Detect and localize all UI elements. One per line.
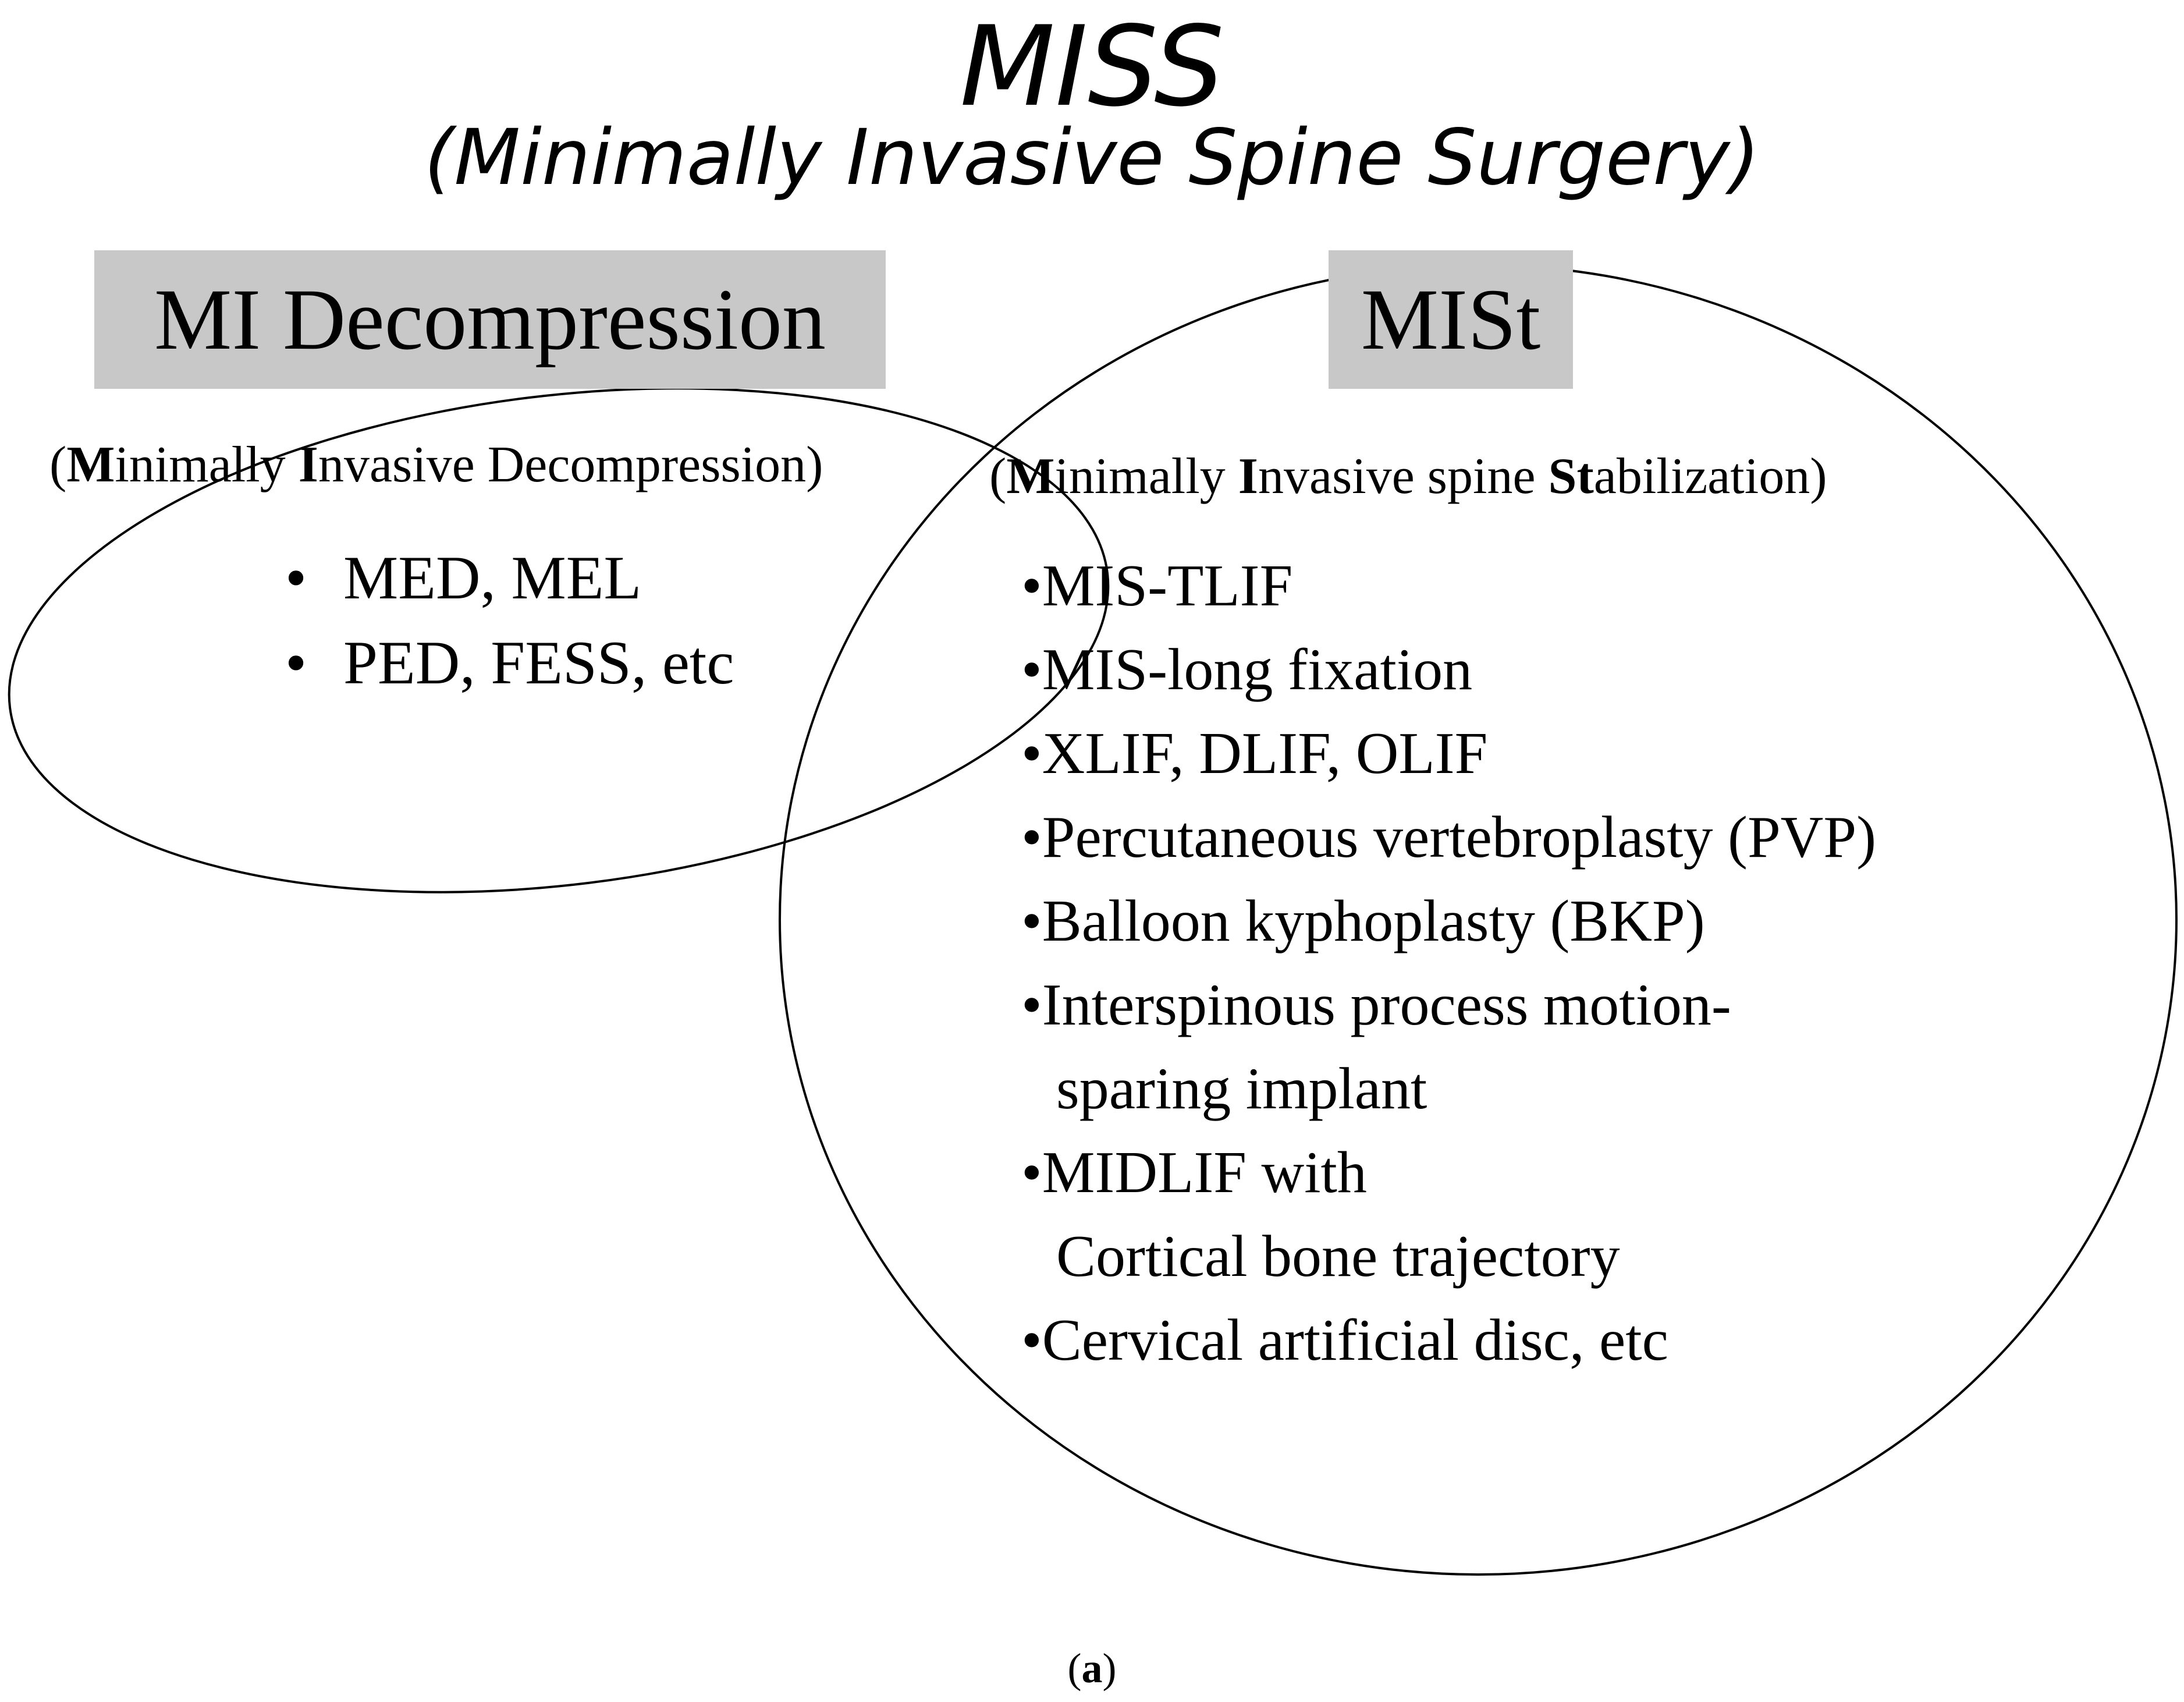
left-set-subtitle: (Minimally Invasive Decompression)	[49, 439, 823, 491]
left-ellipse	[8, 387, 1110, 893]
list-item: •Interspinous process motion-sparing imp…	[1021, 963, 1876, 1131]
list-item-text: •MIDLIF with	[1021, 1140, 1367, 1205]
right-subtitle-text: nvasive spine	[1258, 448, 1549, 505]
right-subtitle-text: abilization)	[1593, 448, 1827, 505]
list-item: •MIS-TLIF	[1021, 544, 1876, 628]
left-set-list: MED, MEL PED, FESS, etc	[285, 536, 734, 705]
list-item: •Percutaneous vertebroplasty (PVP)	[1021, 796, 1876, 880]
diagram-title: MISS	[960, 2, 1224, 131]
right-subtitle-text: inimally	[1054, 448, 1238, 505]
list-item-text: •XLIF, DLIF, OLIF	[1021, 721, 1488, 786]
list-item: •Cervical artificial disc, etc	[1021, 1299, 1876, 1382]
list-item: •Balloon kyphoplasty (BKP)	[1021, 880, 1876, 963]
left-subtitle-emphasis: M	[66, 437, 115, 493]
left-subtitle-text: inimally	[115, 437, 299, 493]
list-item-text: •Percutaneous vertebroplasty (PVP)	[1021, 804, 1877, 870]
right-subtitle-emphasis: I	[1238, 448, 1258, 505]
list-item: PED, FESS, etc	[285, 620, 734, 705]
left-set-header: MI Decompression	[94, 250, 886, 389]
panel-label-open: (	[1067, 1645, 1082, 1692]
list-item-text: •Balloon kyphoplasty (BKP)	[1021, 888, 1705, 954]
left-subtitle-text: (	[49, 437, 67, 493]
list-item-continuation: Cortical bone trajectory	[1056, 1224, 1620, 1289]
list-item: •MIS-long fixation	[1021, 628, 1876, 712]
right-subtitle-text: (	[989, 448, 1007, 505]
list-item-text: •MIS-TLIF	[1021, 553, 1293, 619]
left-subtitle-text: nvasive Decompression)	[318, 437, 823, 493]
list-item-continuation: sparing implant	[1056, 1056, 1427, 1122]
list-item: •XLIF, DLIF, OLIF	[1021, 712, 1876, 796]
list-item: MED, MEL	[285, 536, 734, 620]
list-item-text: •Interspinous process motion-	[1021, 972, 1731, 1038]
list-item-text: •Cervical artificial disc, etc	[1021, 1307, 1668, 1373]
panel-label: (a)	[0, 1644, 2184, 1693]
right-subtitle-emphasis: M	[1006, 448, 1055, 505]
right-set-subtitle: (Minimally Invasive spine Stabilization)	[989, 451, 1827, 502]
right-set-header: MISt	[1329, 250, 1573, 389]
right-set-list: •MIS-TLIF •MIS-long fixation •XLIF, DLIF…	[1021, 544, 1876, 1382]
left-subtitle-emphasis: I	[298, 437, 318, 493]
diagram-subtitle: (Minimally Invasive Spine Surgery)	[424, 113, 1760, 203]
right-subtitle-emphasis: St	[1548, 448, 1594, 505]
panel-label-letter: a	[1081, 1645, 1103, 1692]
panel-label-close: )	[1102, 1645, 1117, 1692]
list-item-text: •MIS-long fixation	[1021, 637, 1473, 703]
